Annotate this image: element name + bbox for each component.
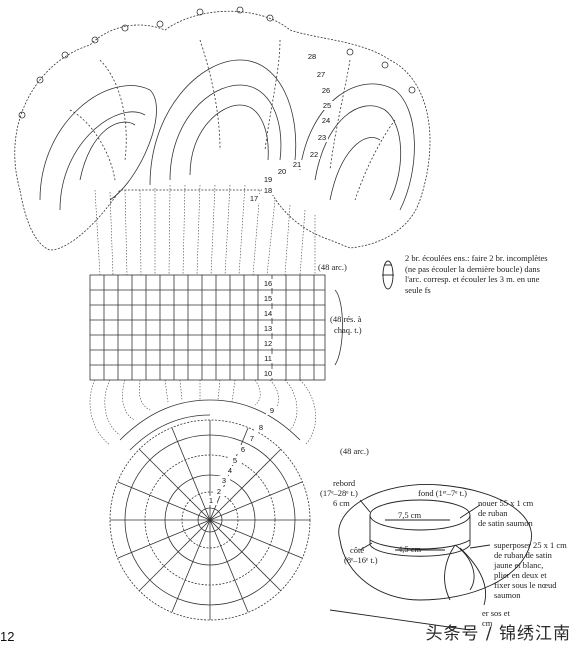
hat-illustration [329, 484, 532, 631]
cote-label: côté [350, 545, 365, 555]
round-8: 8 [255, 423, 267, 432]
round-4: 4 [224, 466, 236, 475]
ribbon2-line3: jaune et blanc, [494, 560, 544, 570]
dimension-top: 7,5 cm [398, 510, 422, 520]
legend-line-1: 2 br. écoulées ens.: faire 2 br. incompl… [405, 253, 548, 263]
bottom-note-line2: cm [482, 618, 493, 628]
round-26: 26 [320, 86, 332, 95]
arcs-top-label: (48 arc.) [318, 262, 347, 272]
ribbon2-line2: de ruban de satin [494, 550, 552, 560]
round-25: 25 [321, 101, 333, 110]
round-11: 11 [262, 354, 274, 363]
legend-symbol [382, 260, 394, 290]
round-13: 13 [262, 324, 274, 333]
rebord-rounds: (17ᵉ–28ᵉ t.) [320, 488, 358, 498]
round-22: 22 [308, 150, 320, 159]
round-14: 14 [262, 309, 274, 318]
ribbon2-line4: plier en deux et [494, 570, 547, 580]
rebord-size: 6 cm [333, 498, 350, 508]
watermark: 头条号 / 锦绣江南 [425, 624, 571, 644]
brim-to-grid-chains [94, 184, 316, 276]
round-23: 23 [316, 133, 328, 142]
round-3: 3 [218, 476, 230, 485]
ribbon2-line6: saumon [494, 590, 521, 600]
round-12: 12 [262, 339, 274, 348]
round-24: 24 [320, 116, 332, 125]
round-2: 2 [213, 487, 225, 496]
grid-to-circle-arcs [89, 379, 316, 446]
bottom-note-line1: er sos et [482, 608, 510, 618]
page-number: 12 [0, 629, 15, 644]
legend-line-2: (ne pas écouler la dernière boucle) dans [405, 263, 540, 274]
crown-circle [109, 399, 311, 621]
round-6: 6 [237, 445, 249, 454]
round-1: 1 [205, 496, 217, 505]
brim-chart [14, 6, 431, 251]
rebord-label: rebord [333, 478, 356, 488]
round-5: 5 [229, 456, 241, 465]
dimension-side: 4,5 cm [398, 544, 422, 554]
round-17: 17 [248, 194, 260, 203]
round-10: 10 [262, 369, 274, 378]
stitch-legend: 2 br. écoulées ens.: faire 2 br. incompl… [405, 253, 575, 295]
round-15: 15 [262, 294, 274, 303]
round-9: 9 [266, 406, 278, 415]
round-16: 16 [262, 279, 274, 288]
ribbon2-line1: superposer 25 x 1 cm [494, 540, 567, 550]
round-19: 19 [262, 175, 274, 184]
legend-line-4: seule fs [405, 284, 431, 295]
res-label-line2: chaq. t.) [334, 325, 362, 335]
round-20: 20 [276, 167, 288, 176]
arcs-bottom-label: (48 arc.) [340, 446, 369, 456]
round-28: 28 [306, 52, 318, 61]
round-7: 7 [246, 434, 258, 443]
res-label-line1: (48 rés. à [330, 314, 362, 324]
cote-rounds: (8ᵉ–16ᵉ t.) [344, 555, 378, 565]
round-21: 21 [291, 160, 303, 169]
legend-line-3: l'arc. corresp. et écouler les 3 m. en u… [405, 274, 540, 284]
side-grid [89, 274, 343, 381]
ribbon1-line2: de ruban [478, 508, 508, 518]
ribbon1-line1: nouer 55 x 1 cm [478, 498, 534, 508]
round-27: 27 [315, 70, 327, 79]
ribbon1-line3: de satin saumon [478, 518, 533, 528]
round-18: 18 [262, 186, 274, 195]
ribbon2-line5: fixer sous le nœud [494, 580, 557, 590]
fond-label: fond (1ᵉʳ–7ᵉ t.) [418, 488, 467, 498]
